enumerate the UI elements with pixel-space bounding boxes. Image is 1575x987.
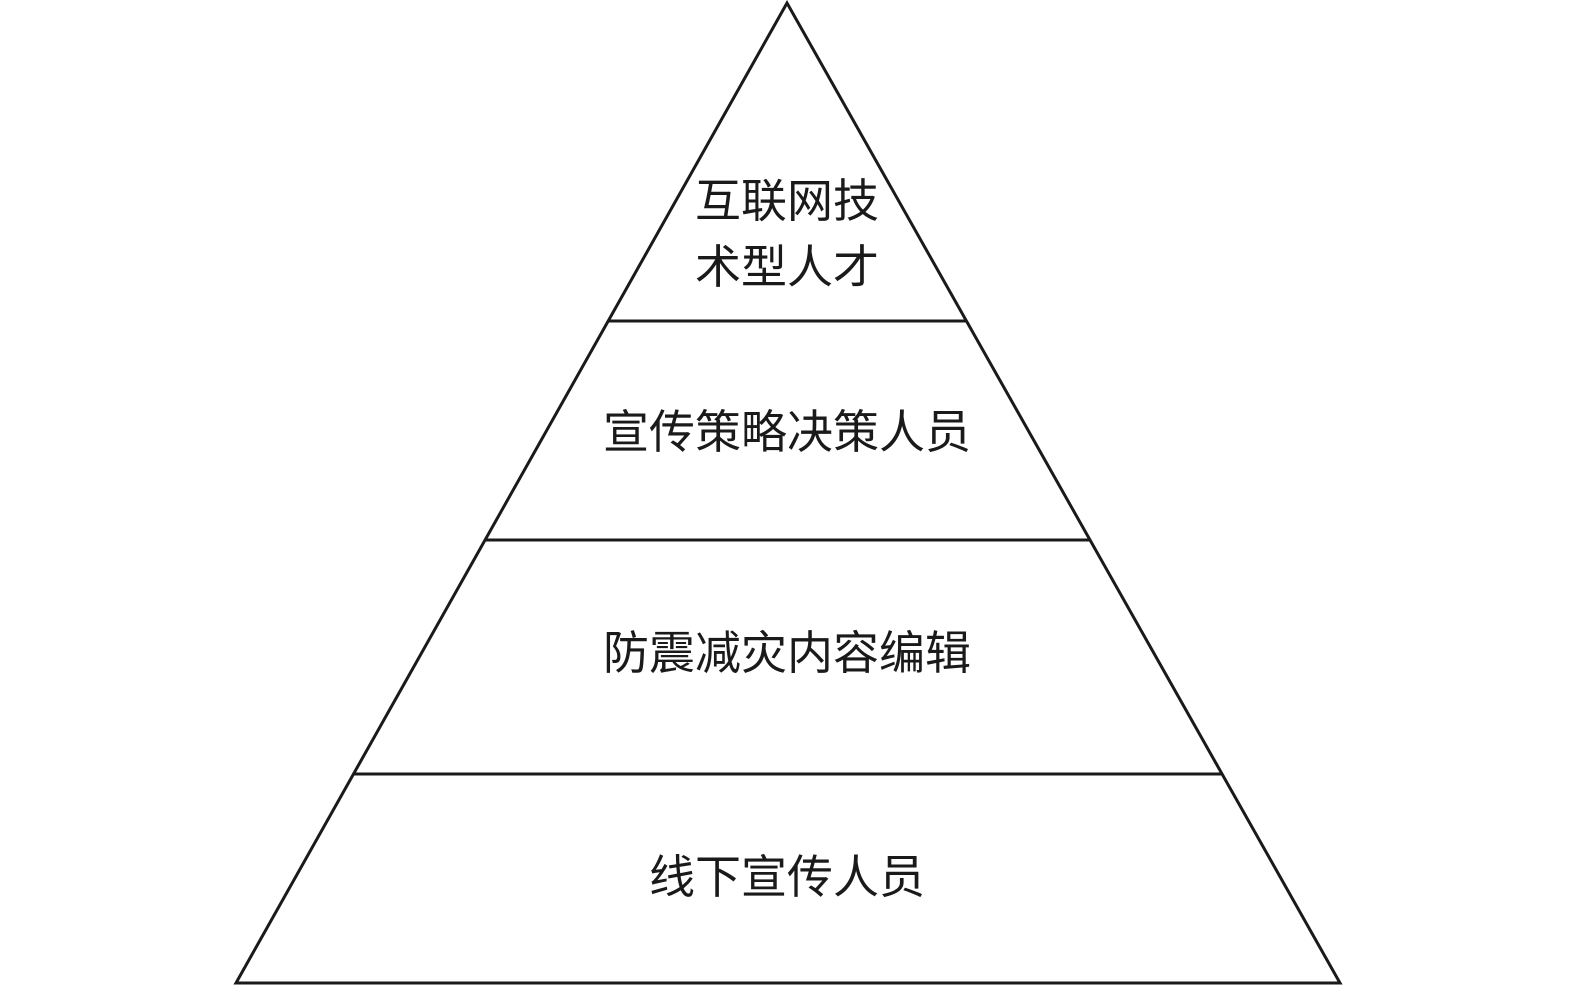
level-1-label-line-2: 术型人才 (695, 240, 879, 294)
pyramid-level-1: 互联网技 术型人才 (695, 174, 879, 294)
level-3-label: 防震减灾内容编辑 (603, 626, 971, 680)
pyramid-level-3: 防震减灾内容编辑 (603, 626, 971, 680)
pyramid-level-2: 宣传策略决策人员 (603, 405, 971, 459)
level-2-label: 宣传策略决策人员 (603, 405, 971, 459)
level-4-label: 线下宣传人员 (649, 850, 925, 904)
pyramid-outline (233, 0, 1343, 985)
pyramid-level-4: 线下宣传人员 (649, 850, 925, 904)
level-1-label-line-1: 互联网技 (695, 174, 879, 228)
